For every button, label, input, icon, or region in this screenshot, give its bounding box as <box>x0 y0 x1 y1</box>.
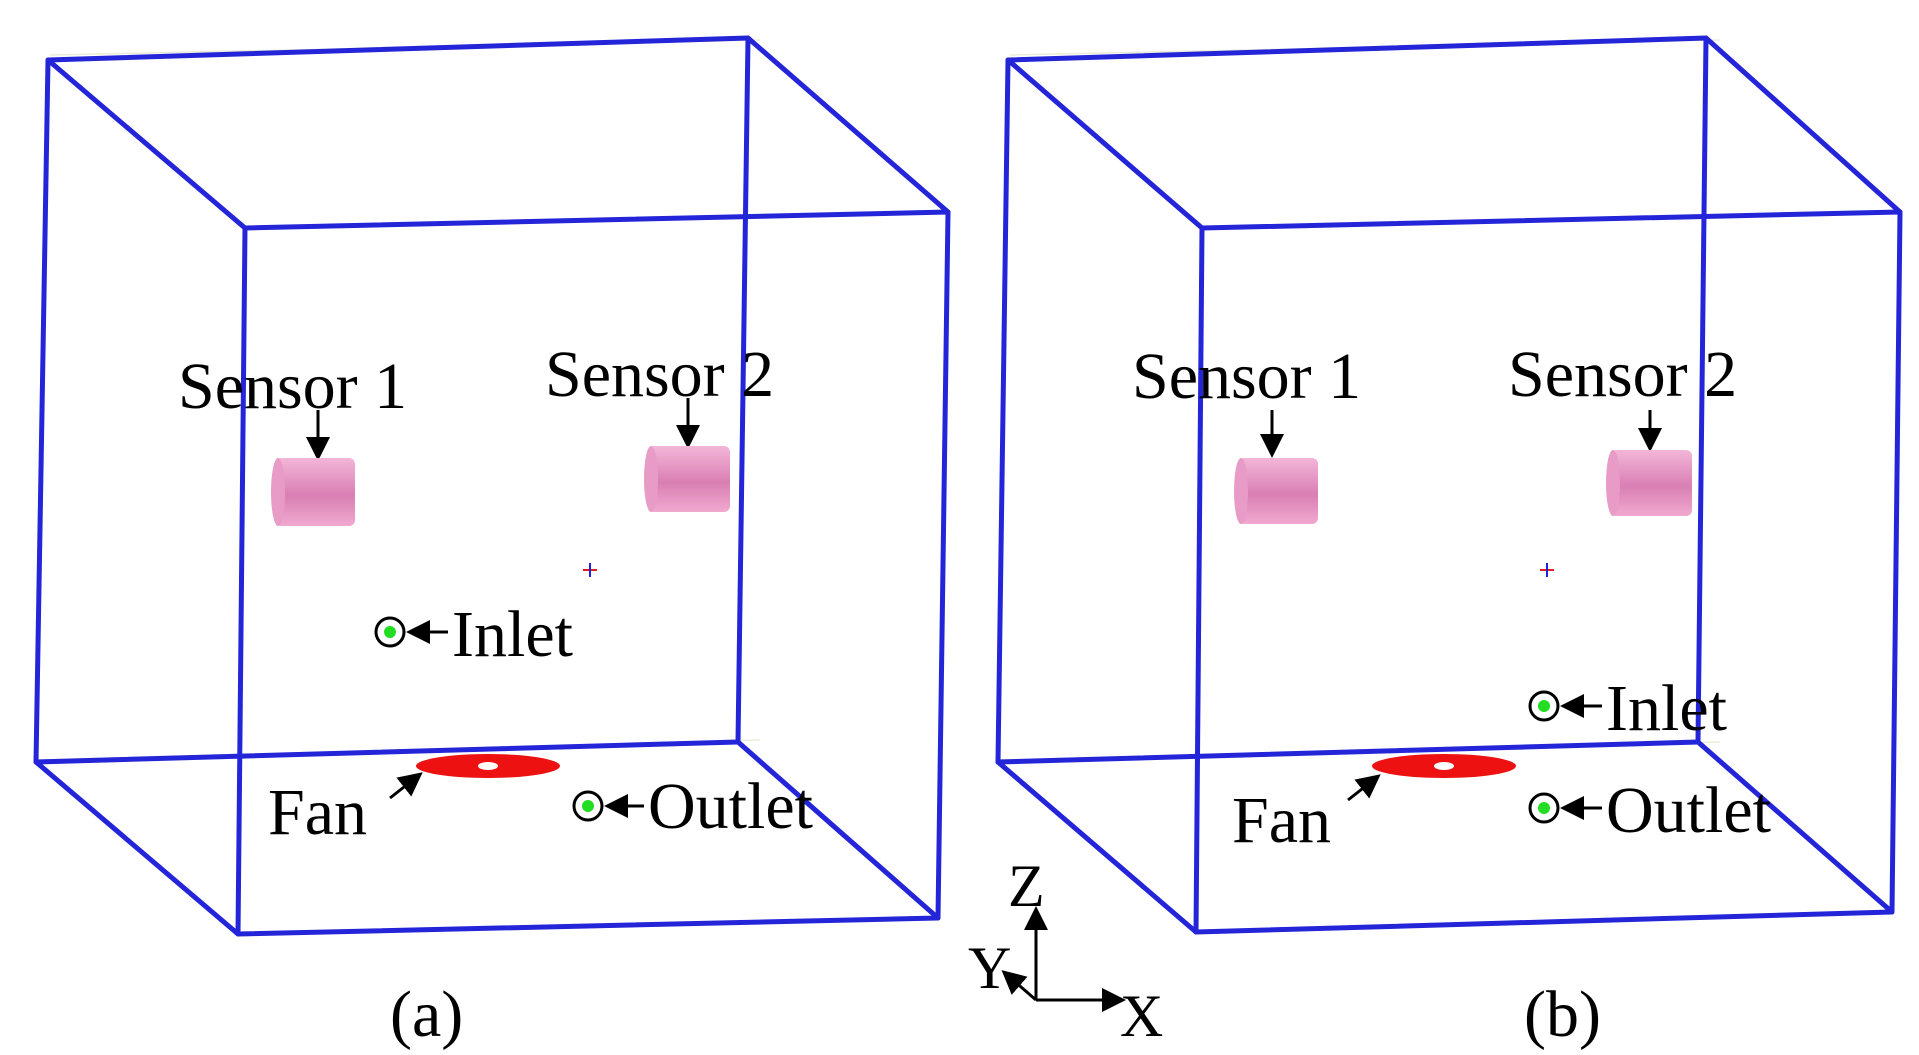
inlet-label: Inlet <box>1606 672 1727 745</box>
room-box <box>33 35 951 937</box>
sensor-1 <box>1234 458 1318 524</box>
sensor-2 <box>1606 450 1692 516</box>
outlet-port <box>572 790 604 822</box>
caption-b: (b) <box>1524 978 1601 1051</box>
sensor-1 <box>271 458 355 526</box>
outlet-label: Outlet <box>1606 774 1771 847</box>
fan-label: Fan <box>1232 784 1331 857</box>
panel-b: Sensor 1 Sensor 2 Inlet Fan <box>995 35 1903 1051</box>
sensor-2 <box>644 446 730 512</box>
sensor-2-label: Sensor 2 <box>1508 338 1737 411</box>
inlet-port <box>374 616 406 648</box>
caption-a: (a) <box>390 978 463 1051</box>
outlet-label: Outlet <box>648 770 813 843</box>
axes-triad: Z Y X <box>968 853 1163 1049</box>
sensor-1-label: Sensor 1 <box>178 350 407 423</box>
y-axis-label: Y <box>968 935 1011 1001</box>
fan <box>416 754 560 778</box>
x-axis-label: X <box>1120 983 1163 1049</box>
y-axis-arrow <box>1001 970 1037 1002</box>
sensor-2-label: Sensor 2 <box>545 338 774 411</box>
fan-arrow <box>1347 774 1381 802</box>
fan <box>1372 754 1516 778</box>
panel-a: Sensor 1 Sensor 2 Inlet Fan <box>33 35 951 1051</box>
room-box <box>995 35 1903 935</box>
fan-arrow <box>389 772 423 800</box>
origin-marker <box>1540 563 1554 577</box>
origin-marker <box>583 563 597 577</box>
inlet-port <box>1528 690 1560 722</box>
inlet-label: Inlet <box>452 598 573 671</box>
outlet-port <box>1528 792 1560 824</box>
fan-label: Fan <box>268 776 367 849</box>
sensor-1-label: Sensor 1 <box>1132 340 1361 413</box>
z-axis-label: Z <box>1008 853 1045 919</box>
